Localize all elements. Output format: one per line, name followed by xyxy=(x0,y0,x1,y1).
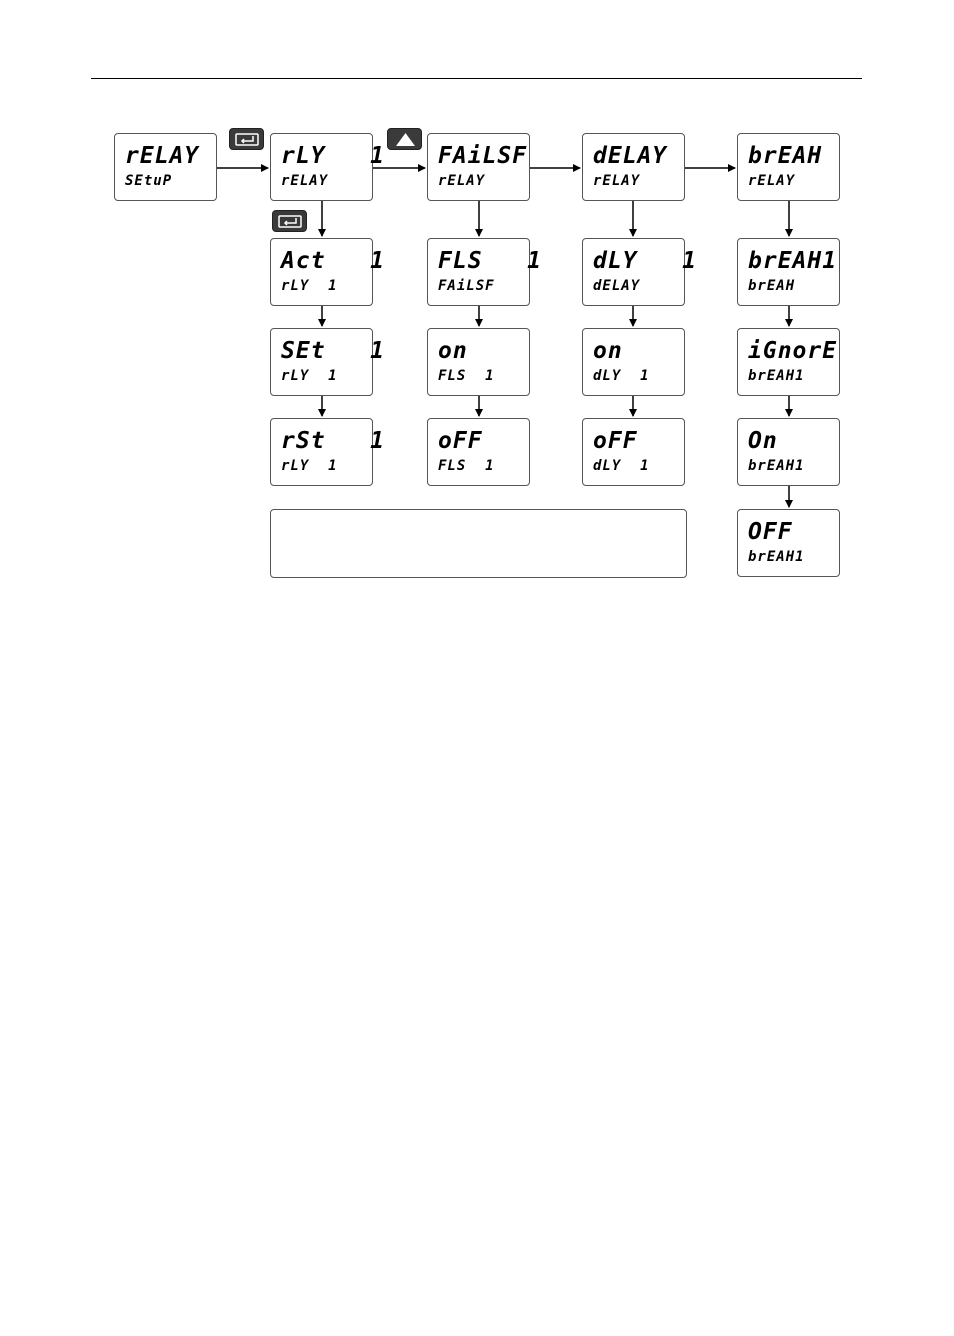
display-line-1: Act 1 xyxy=(281,248,385,274)
display-break1: brEAH1 brEAH xyxy=(737,238,840,306)
display-line-2: rELAY xyxy=(438,173,486,189)
enter-icon xyxy=(278,215,302,228)
enter-key xyxy=(229,128,264,150)
enter-key xyxy=(272,210,307,232)
display-line-2: brEAH1 xyxy=(748,549,805,565)
display-line-1: dLY 1 xyxy=(593,248,697,274)
display-line-1: iGnorE xyxy=(748,338,838,364)
display-line-2: dLY 1 xyxy=(593,368,650,384)
display-dly-on: on dLY 1 xyxy=(582,328,685,396)
display-line-2: FAiLSF xyxy=(438,278,495,294)
display-dly-off: oFF dLY 1 xyxy=(582,418,685,486)
display-line-1: rELAY xyxy=(125,143,200,169)
display-line-2: dLY 1 xyxy=(593,458,650,474)
display-line-2: brEAH xyxy=(748,278,796,294)
display-line-2: brEAH1 xyxy=(748,368,805,384)
display-line-1: SEt 1 xyxy=(281,338,385,364)
display-dly1: dLY 1 dELAY xyxy=(582,238,696,306)
display-break-ignore: iGnorE brEAH1 xyxy=(737,328,840,396)
display-line-2: rELAY xyxy=(748,173,796,189)
header-rule xyxy=(91,78,862,79)
display-line-1: brEAH xyxy=(748,143,823,169)
display-rly1: rLY 1 rELAY xyxy=(270,133,384,201)
display-act1: Act 1 rLY 1 xyxy=(270,238,384,306)
display-line-1: on xyxy=(438,338,468,364)
display-line-1: oFF xyxy=(593,428,638,454)
note-box xyxy=(270,509,687,578)
display-line-1: rSt 1 xyxy=(281,428,385,454)
display-line-1: dELAY xyxy=(593,143,668,169)
display-line-2: FLS 1 xyxy=(438,458,495,474)
display-line-1: rLY 1 xyxy=(281,143,385,169)
display-break: brEAH rELAY xyxy=(737,133,840,201)
display-line-2: rLY 1 xyxy=(281,278,338,294)
display-fls-off: oFF FLS 1 xyxy=(427,418,530,486)
display-line-1: On xyxy=(748,428,778,454)
display-line-2: FLS 1 xyxy=(438,368,495,384)
display-failsf: FAiLSF rELAY xyxy=(427,133,530,201)
up-key xyxy=(387,128,422,150)
display-line-2: rLY 1 xyxy=(281,368,338,384)
display-fls-on: on FLS 1 xyxy=(427,328,530,396)
display-break-on: On brEAH1 xyxy=(737,418,840,486)
display-set1: SEt 1 rLY 1 xyxy=(270,328,384,396)
display-rst1: rSt 1 rLY 1 xyxy=(270,418,384,486)
display-line-2: rLY 1 xyxy=(281,458,338,474)
display-line-2: SEtuP xyxy=(125,173,173,189)
display-line-1: oFF xyxy=(438,428,483,454)
display-line-2: rELAY xyxy=(593,173,641,189)
display-line-1: on xyxy=(593,338,623,364)
display-line-2: dELAY xyxy=(593,278,641,294)
display-line-1: OFF xyxy=(748,519,793,545)
display-line-1: FLS 1 xyxy=(438,248,542,274)
display-relay-setup: rELAY SEtuP xyxy=(114,133,217,201)
up-arrow-icon xyxy=(396,133,415,146)
display-line-1: FAiLSF xyxy=(438,143,528,169)
display-fls1: FLS 1 FAiLSF xyxy=(427,238,541,306)
display-line-2: brEAH1 xyxy=(748,458,805,474)
display-line-2: rELAY xyxy=(281,173,329,189)
enter-icon xyxy=(235,133,259,146)
display-delay: dELAY rELAY xyxy=(582,133,685,201)
display-line-1: brEAH1 xyxy=(748,248,838,274)
display-break-off: OFF brEAH1 xyxy=(737,509,840,577)
